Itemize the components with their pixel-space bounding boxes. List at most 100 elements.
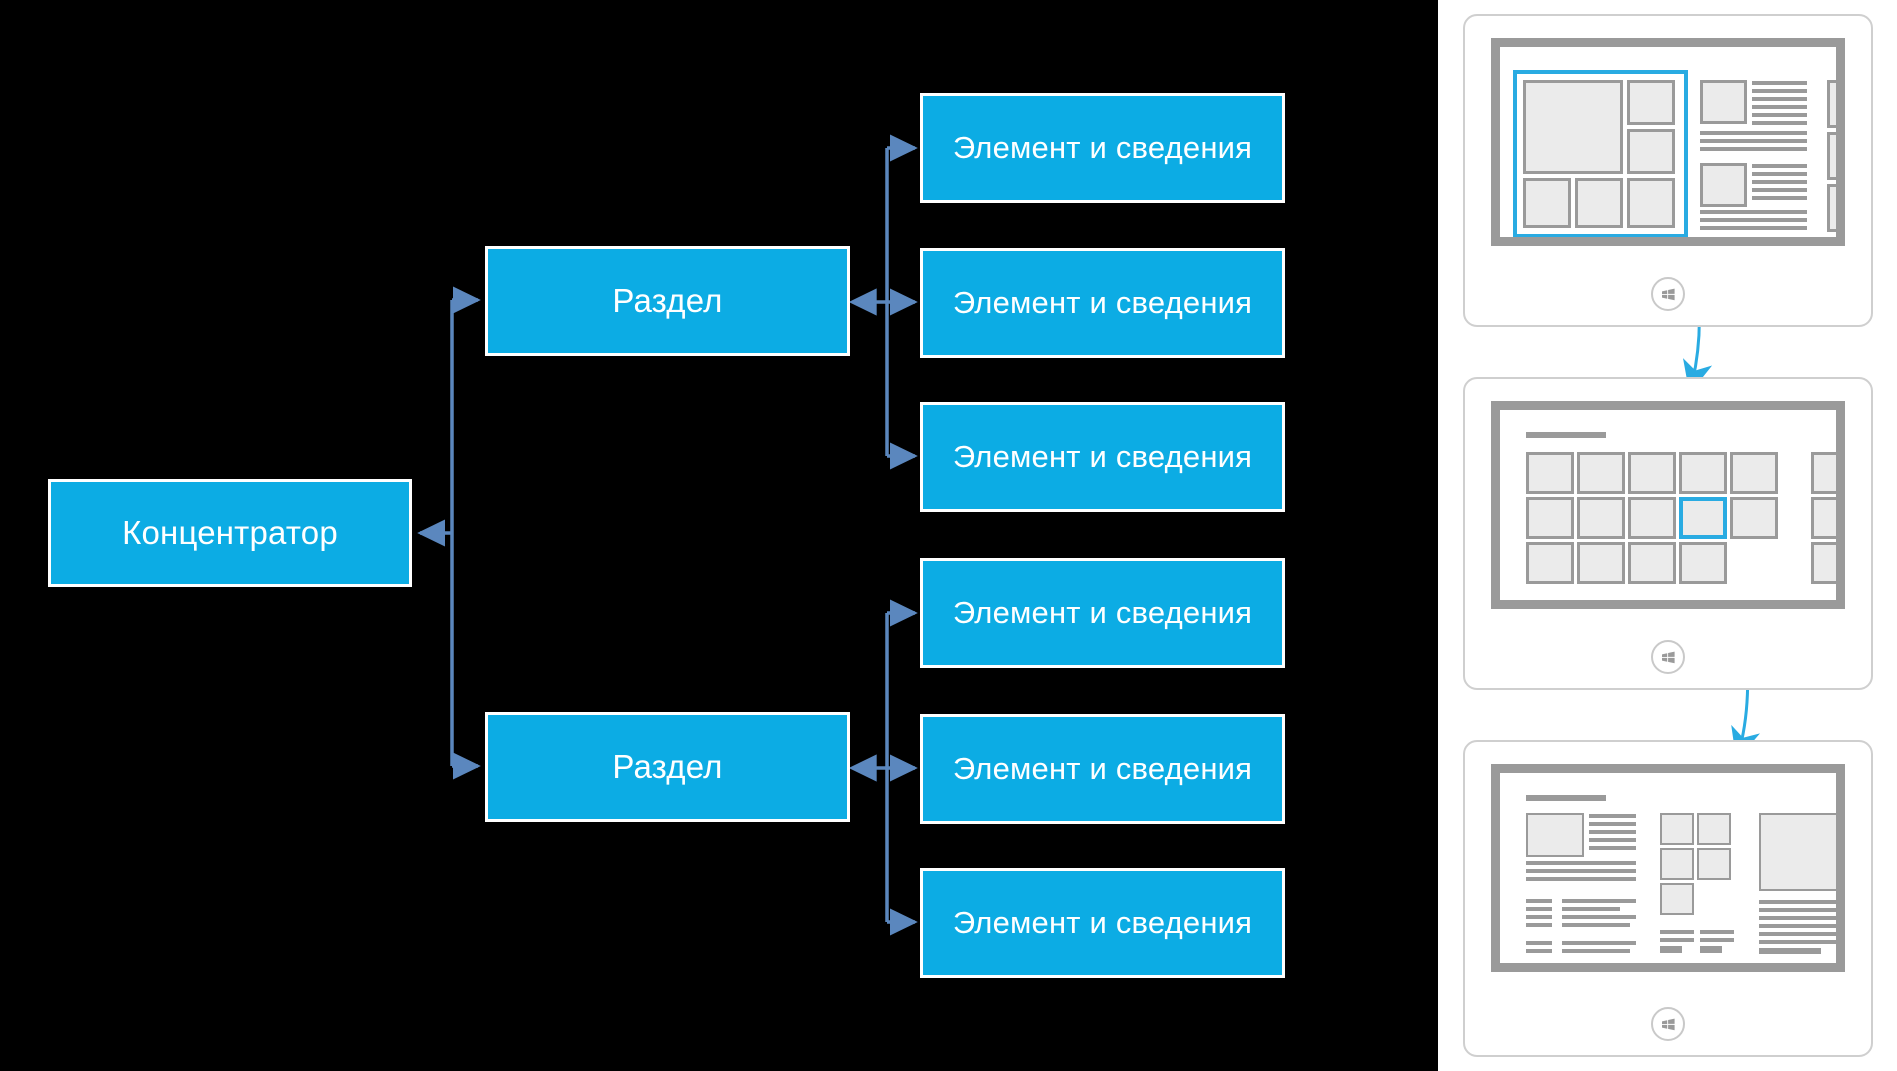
tile-f (1827, 80, 1836, 128)
text-line (1752, 113, 1807, 117)
grid-tile (1628, 452, 1676, 494)
grid-tile (1577, 542, 1625, 584)
text-line (1526, 941, 1552, 945)
node-item-2-3-label: Элемент и сведения (952, 904, 1253, 940)
tile-b (1627, 129, 1675, 174)
tile-hero (1523, 80, 1623, 174)
text-line (1526, 923, 1552, 927)
text-line (1562, 915, 1636, 919)
detail-image (1526, 813, 1584, 857)
grid-tile (1577, 497, 1625, 539)
node-item-1-1[interactable]: Элемент и сведения (920, 93, 1285, 203)
node-hub[interactable]: Концентратор (48, 479, 412, 587)
text-line (1752, 172, 1807, 176)
device-1-canvas (1500, 47, 1836, 237)
text-line (1589, 830, 1636, 834)
tile-a (1627, 80, 1675, 125)
text-line (1526, 907, 1552, 911)
grid-tile (1679, 542, 1727, 584)
windows-logo-icon[interactable] (1651, 1007, 1685, 1041)
node-item-2-3[interactable]: Элемент и сведения (920, 868, 1285, 978)
page-title-bar (1526, 795, 1606, 801)
detail-tile (1660, 848, 1694, 880)
grid-tile (1577, 452, 1625, 494)
tile-h (1827, 132, 1836, 180)
text-line (1700, 218, 1807, 222)
text-line (1700, 938, 1734, 942)
text-line (1752, 188, 1807, 192)
text-line (1759, 948, 1821, 954)
grid-tile (1811, 452, 1836, 494)
node-section-2-label: Раздел (612, 747, 723, 785)
windows-logo-glyph (1661, 1018, 1675, 1030)
device-detail-page-mock[interactable] (1463, 740, 1873, 1057)
grid-tile (1679, 452, 1727, 494)
node-item-1-3[interactable]: Элемент и сведения (920, 402, 1285, 512)
text-line (1562, 949, 1630, 953)
tile-j (1827, 184, 1836, 232)
text-line (1562, 907, 1620, 911)
grid-tile (1526, 542, 1574, 584)
text-line (1759, 916, 1836, 920)
detail-tile (1660, 883, 1694, 915)
detail-tile (1660, 813, 1694, 845)
highlight-hub-group (1513, 70, 1688, 237)
device-3-canvas (1500, 773, 1836, 963)
text-line (1700, 210, 1807, 214)
windows-logo-glyph (1661, 288, 1675, 300)
tile-d (1575, 178, 1623, 228)
node-section-2[interactable]: Раздел (485, 712, 850, 822)
diagram-connectors (417, 134, 918, 936)
text-line (1526, 949, 1552, 953)
device-section-page-mock[interactable] (1463, 377, 1873, 690)
text-line (1752, 121, 1807, 125)
node-item-1-2[interactable]: Элемент и сведения (920, 248, 1285, 358)
detail-hero-image (1759, 813, 1836, 891)
page-title-bar (1526, 432, 1606, 438)
node-section-1[interactable]: Раздел (485, 246, 850, 356)
node-item-1-1-label: Элемент и сведения (952, 129, 1253, 165)
device-2-canvas (1500, 410, 1836, 600)
text-line (1589, 814, 1636, 818)
navigation-diagram: Концентратор Раздел Элемент и сведения Э… (0, 0, 1438, 1071)
windows-logo-icon[interactable] (1651, 277, 1685, 311)
grid-tile (1628, 542, 1676, 584)
tile-article-2 (1700, 163, 1747, 207)
grid-tile (1628, 497, 1676, 539)
text-line (1759, 932, 1836, 936)
text-line (1562, 923, 1630, 927)
text-line (1700, 139, 1807, 143)
tile-e (1627, 178, 1675, 228)
text-line (1700, 226, 1807, 230)
windows-logo-glyph (1661, 651, 1675, 663)
device-mockup-column (1438, 0, 1897, 1071)
text-line (1759, 940, 1836, 944)
node-item-2-2[interactable]: Элемент и сведения (920, 714, 1285, 824)
text-line (1752, 89, 1807, 93)
grid-tile (1730, 497, 1778, 539)
windows-logo-icon[interactable] (1651, 640, 1685, 674)
detail-tile (1697, 813, 1731, 845)
device-hub-page-mock[interactable] (1463, 14, 1873, 327)
text-line (1526, 899, 1552, 903)
grid-tile (1730, 452, 1778, 494)
text-line (1752, 196, 1807, 200)
text-line (1752, 164, 1807, 168)
text-line (1700, 131, 1807, 135)
text-line (1660, 930, 1694, 934)
node-item-1-2-label: Элемент и сведения (952, 284, 1253, 320)
grid-tile (1811, 497, 1836, 539)
text-line (1589, 846, 1636, 850)
text-line (1660, 938, 1694, 942)
text-line (1526, 869, 1636, 873)
text-line (1562, 899, 1636, 903)
text-line (1526, 877, 1636, 881)
node-item-2-1[interactable]: Элемент и сведения (920, 558, 1285, 668)
node-item-1-3-label: Элемент и сведения (952, 438, 1253, 474)
text-line (1526, 915, 1552, 919)
highlight-selected-tile (1679, 497, 1727, 539)
node-item-2-1-label: Элемент и сведения (952, 594, 1253, 630)
tile-article-1 (1700, 80, 1747, 124)
text-line (1526, 861, 1636, 865)
